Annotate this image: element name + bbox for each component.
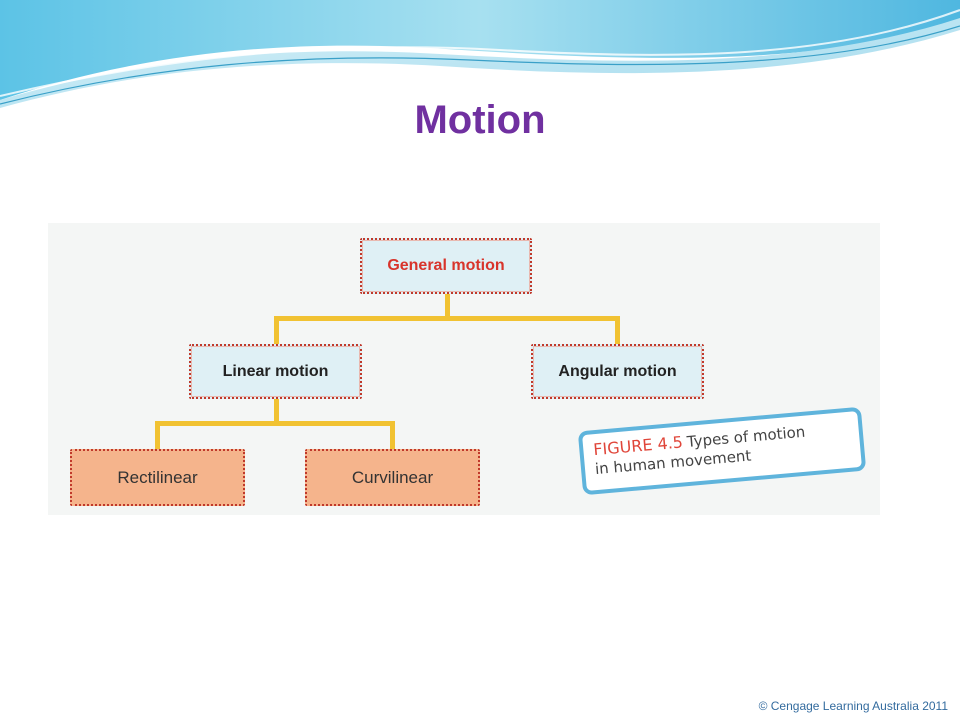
motion-types-diagram: General motion Linear motion Angular mot…: [48, 223, 880, 515]
connector-to-rectilinear: [155, 421, 160, 449]
connector-level2-horizontal: [155, 421, 395, 426]
rectilinear-node: Rectilinear: [70, 449, 245, 506]
linear-motion-node: Linear motion: [189, 344, 362, 399]
curvilinear-node: Curvilinear: [305, 449, 480, 506]
connector-linear-down: [274, 399, 279, 424]
connector-level1-horizontal: [274, 316, 620, 321]
general-motion-node: General motion: [360, 238, 532, 294]
angular-motion-node: Angular motion: [531, 344, 704, 399]
connector-to-curvilinear: [390, 421, 395, 449]
connector-to-angular: [615, 316, 620, 344]
copyright-notice: © Cengage Learning Australia 2011: [758, 699, 948, 713]
connector-to-linear: [274, 316, 279, 344]
slide-title: Motion: [414, 98, 546, 142]
header-wave-decoration: [0, 0, 960, 108]
connector-root-down: [445, 294, 450, 319]
